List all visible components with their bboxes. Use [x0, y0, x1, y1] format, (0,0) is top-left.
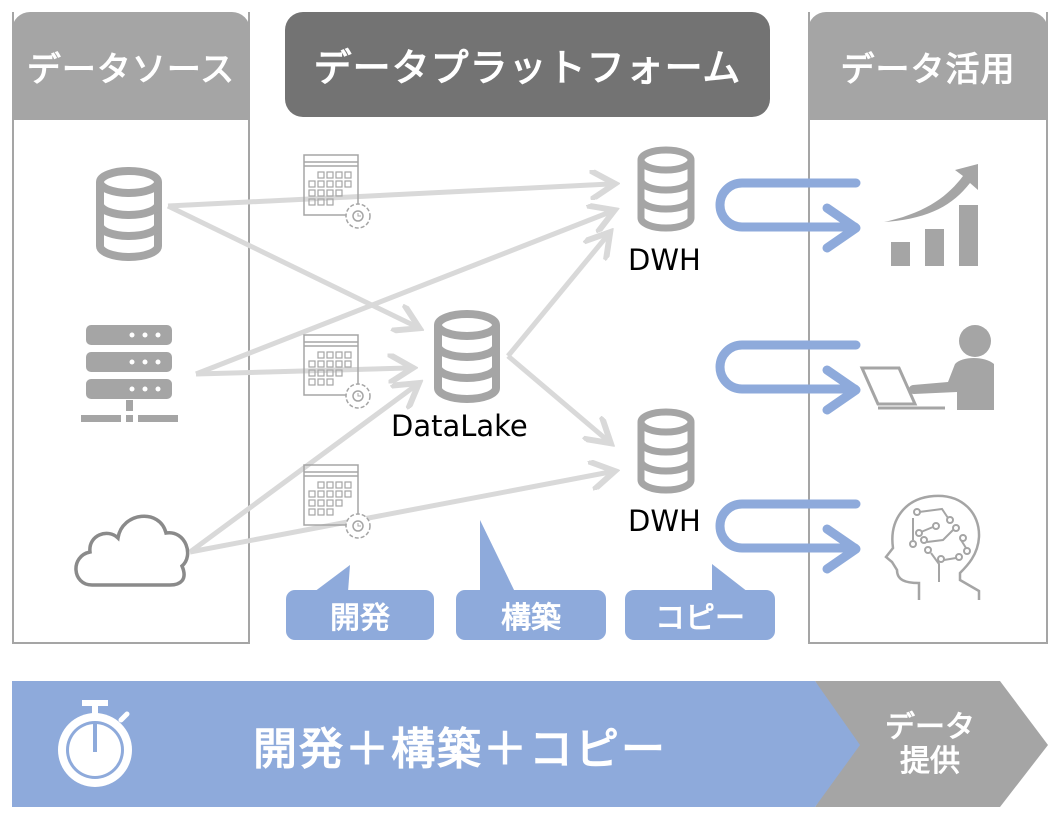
callout-build [456, 520, 606, 640]
data-platform-header: データプラットフォーム [285, 12, 770, 117]
process-summary-text: 開発＋構築＋コピー [253, 724, 667, 775]
arrow-cloud-to-datalake [188, 386, 415, 555]
ai-brain-icon [884, 494, 981, 600]
callout-build-label: 構築 [501, 601, 561, 636]
arrow-db-to-datalake [166, 203, 415, 326]
data-utilization-panel: データ活用 [808, 12, 1048, 644]
callout-development-label: 開発 [330, 601, 390, 636]
dwh-bottom-database-icon [637, 408, 695, 494]
u-turn-arrow-icon [715, 340, 861, 415]
arrow-cloud-to-dwh-bottom [189, 472, 610, 555]
data-provide-text: データ 提供 [860, 695, 1000, 795]
arrow-datalake-to-dwh-bottom [506, 354, 607, 440]
datalake-database-icon [434, 310, 500, 403]
callout-copy-label: コピー [655, 601, 745, 636]
data-provide-line2: 提供 [900, 744, 960, 779]
arrow-server-to-dwh-top [195, 212, 610, 377]
person-laptop-icon [859, 325, 994, 410]
database-icon [96, 167, 162, 261]
dwh-top-label: DWH [628, 243, 701, 277]
stopwatch-icon [58, 700, 132, 787]
growth-chart-icon [884, 164, 978, 266]
callout-development [286, 565, 434, 640]
data-source-header: データソース [12, 12, 250, 120]
callout-copy [625, 564, 775, 640]
arrow-server-to-datalake [195, 368, 408, 374]
dwh-bottom-label: DWH [628, 504, 701, 538]
flow-arrows [166, 184, 610, 555]
data-source-panel: データソース [12, 12, 250, 644]
scheduler-icon [303, 154, 371, 229]
u-turn-arrow-icon [715, 499, 861, 574]
data-utilization-header: データ活用 [808, 12, 1048, 120]
process-bar [12, 681, 860, 807]
cloud-icon [74, 514, 190, 587]
u-turn-arrow-icon [715, 178, 861, 253]
data-provide-chevron [815, 681, 1048, 807]
arrow-datalake-to-dwh-top [506, 236, 607, 358]
arrow-db-to-dwh-top [167, 184, 610, 209]
datalake-label: DataLake [391, 409, 528, 443]
dwh-top-database-icon [637, 146, 695, 232]
data-provide-line1: データ [885, 709, 975, 745]
server-icon [81, 325, 178, 422]
